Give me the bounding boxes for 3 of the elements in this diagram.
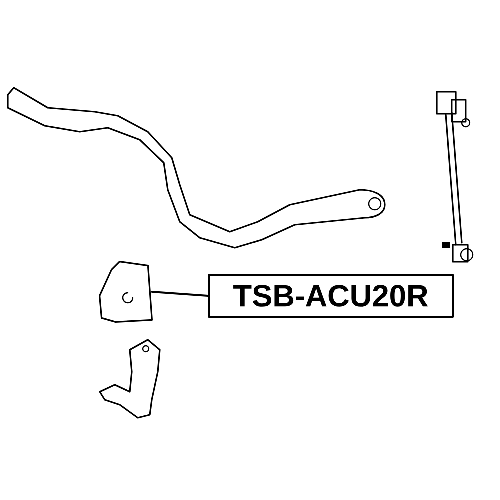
leader-line	[151, 291, 209, 297]
bushing-drawing	[99, 261, 153, 323]
part-number-box: TSB-ACU20R	[208, 274, 454, 318]
